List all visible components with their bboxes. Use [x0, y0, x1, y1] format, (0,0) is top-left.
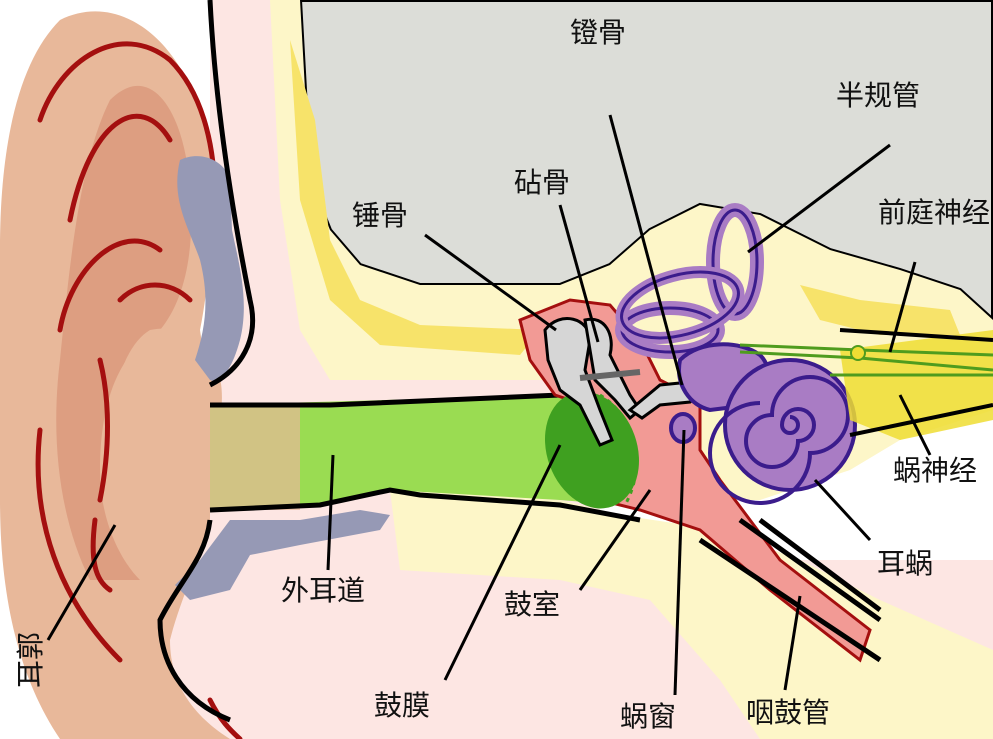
- label-eustachian-tube: 咽鼓管: [746, 696, 830, 729]
- cochlea-spiral: [708, 375, 850, 505]
- pointer-ear-canal: [326, 454, 335, 571]
- cartilage-upper: [177, 156, 244, 381]
- label-malleus: 锤骨: [352, 199, 408, 232]
- cartilage-lower: [175, 510, 390, 600]
- pointer-cochlea: [813, 478, 872, 542]
- ear-canal-fade: [210, 405, 300, 510]
- ear-canal-shape: [210, 395, 630, 510]
- label-semicircular-canals: 半规管: [836, 79, 920, 112]
- pointer-cochlear-nerve: [898, 394, 932, 456]
- pointer-lines: [46, 114, 932, 696]
- label-vestibular-nerve: 前庭神经: [878, 196, 990, 229]
- label-eardrum: 鼓膜: [374, 689, 430, 722]
- inner-ear: [615, 203, 857, 505]
- label-cochlear-nerve: 蜗神经: [893, 454, 977, 487]
- pointer-vestibular-nerve: [888, 261, 917, 353]
- eardrum-shape: [544, 391, 640, 509]
- eustachian-tube-lines: [698, 517, 882, 663]
- auricle-outlines: [35, 41, 243, 739]
- nerve-sheath-upper: [839, 328, 993, 342]
- pointer-tympanic-cavity: [578, 489, 652, 591]
- nerve-sheath-lower: [849, 403, 993, 437]
- face-soft-tissue: [150, 0, 993, 739]
- auricle-concha: [110, 328, 222, 560]
- label-round-window: 蜗窗: [620, 700, 676, 733]
- label-stapes: 镫骨: [570, 16, 626, 49]
- pointer-eardrum: [443, 444, 562, 681]
- pointer-malleus: [424, 233, 557, 332]
- label-ear-canal: 外耳道: [281, 574, 365, 607]
- ear-canal-outer-wall-upper: [207, 0, 256, 388]
- ossicle-ligament: [579, 369, 641, 381]
- label-tympanic-cavity: 鼓室: [504, 588, 560, 621]
- pointer-auricle: [46, 524, 117, 641]
- incus-shape: [583, 317, 643, 421]
- vestibular-ganglion: [850, 345, 866, 361]
- ear-canal-outer-wall-lower: [157, 519, 231, 723]
- eardrum-dashed-edge: [599, 393, 638, 506]
- pointer-stapes: [608, 114, 684, 386]
- auricle-inner-shading: [56, 85, 192, 580]
- cochlea-shape: [723, 358, 857, 492]
- pointer-round-window: [673, 429, 686, 696]
- lower-temporal-bone: [390, 490, 993, 739]
- pointer-semicircular-canals: [747, 143, 891, 254]
- labels: 镫骨 半规管 前庭神经 锤骨 砧骨 蜗神经 外耳道 鼓室 耳蜗 鼓膜 蜗窗 咽鼓…: [14, 16, 990, 733]
- label-auricle: 耳郭: [14, 632, 47, 688]
- bone-yellow-patch: [800, 285, 960, 335]
- label-incus: 砧骨: [514, 166, 570, 199]
- ear-canal-lower-wall: [209, 487, 641, 523]
- pointer-eustachian-tube: [783, 595, 802, 691]
- label-cochlea: 耳蜗: [877, 547, 933, 580]
- pointer-incus: [558, 204, 600, 343]
- ear-canal-upper-wall: [210, 392, 561, 408]
